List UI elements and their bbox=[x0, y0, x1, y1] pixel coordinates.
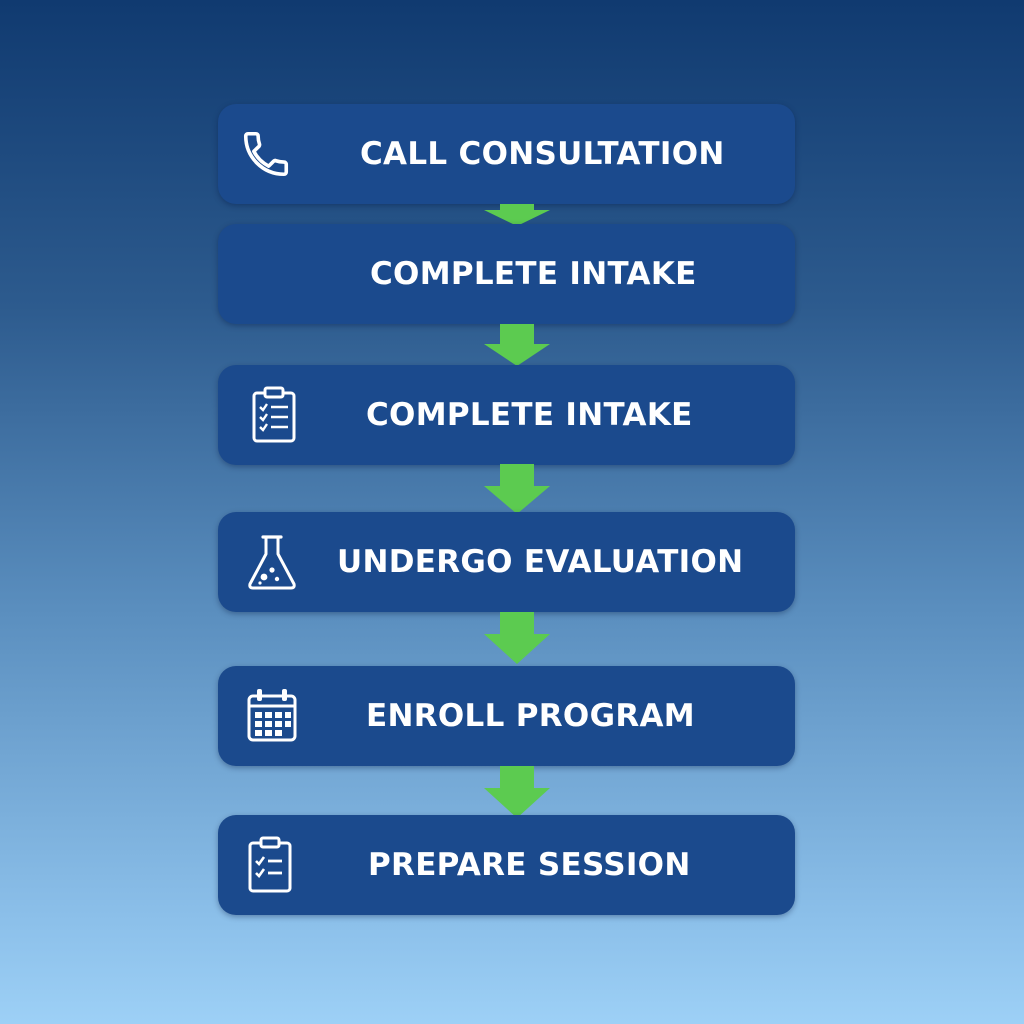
step-label: COMPLETE INTAKE bbox=[366, 397, 693, 433]
flow-arrow bbox=[482, 464, 552, 514]
flow-arrow bbox=[482, 204, 552, 226]
flow-arrow bbox=[482, 324, 552, 366]
lab-flask-icon bbox=[244, 532, 300, 592]
calendar-icon bbox=[244, 686, 300, 746]
step-label: CALL CONSULTATION bbox=[360, 136, 725, 172]
step-label: COMPLETE INTAKE bbox=[370, 256, 697, 292]
step-complete-intake: COMPLETE INTAKE bbox=[218, 224, 795, 324]
flow-arrow bbox=[482, 766, 552, 818]
flow-arrow bbox=[482, 612, 552, 664]
phone-icon bbox=[238, 124, 294, 184]
step-label: ENROLL PROGRAM bbox=[366, 698, 695, 734]
step-prepare-session: PREPARE SESSION bbox=[218, 815, 795, 915]
step-complete-intake-checklist: COMPLETE INTAKE bbox=[218, 365, 795, 465]
step-call-consultation: CALL CONSULTATION bbox=[218, 104, 795, 204]
clipboard-checklist-icon bbox=[246, 385, 302, 445]
step-label: PREPARE SESSION bbox=[368, 847, 691, 883]
step-undergo-evaluation: UNDERGO EVALUATION bbox=[218, 512, 795, 612]
clipboard-check-icon bbox=[242, 835, 298, 895]
step-label: UNDERGO EVALUATION bbox=[337, 544, 744, 580]
step-enroll-program: ENROLL PROGRAM bbox=[218, 666, 795, 766]
